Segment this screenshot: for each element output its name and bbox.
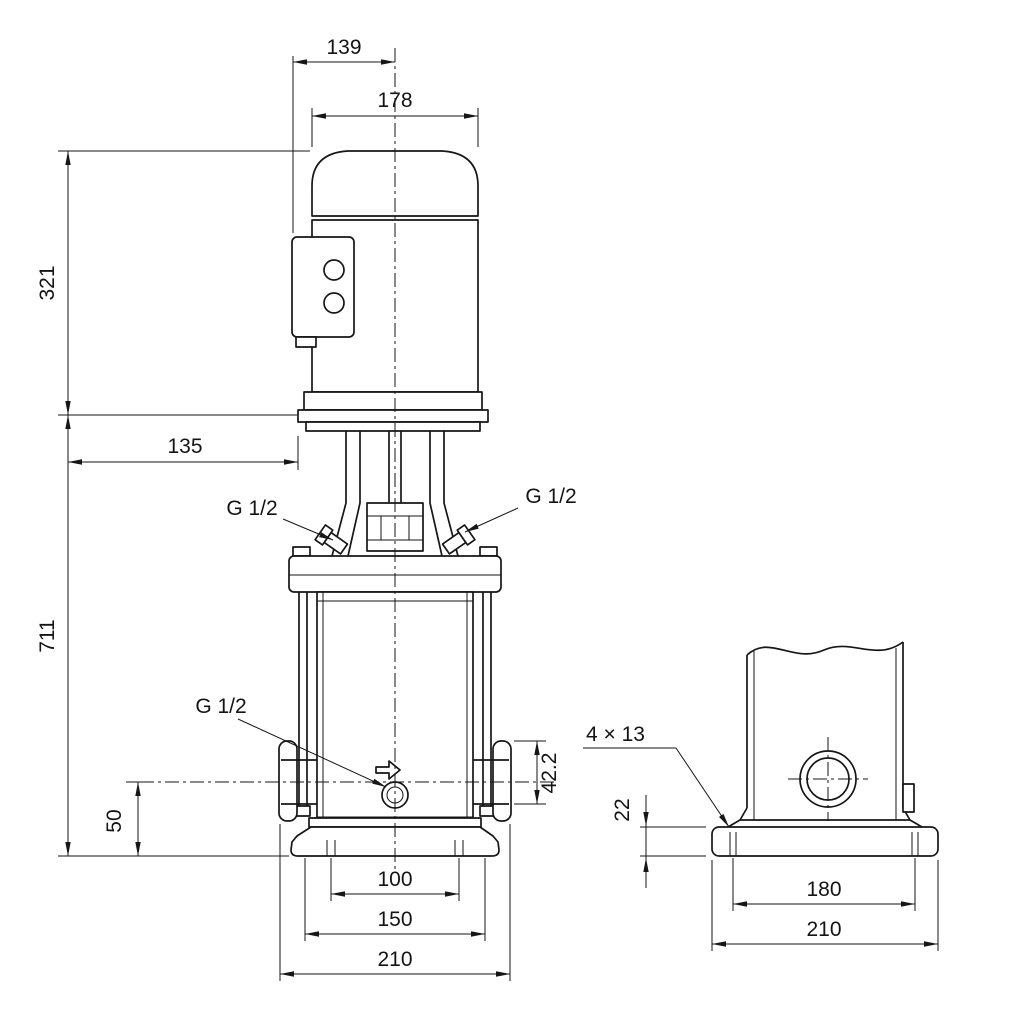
dim-label-150: 150	[377, 908, 412, 931]
priming-plug-right	[441, 524, 476, 555]
centerlines	[140, 48, 868, 870]
side-view	[711, 641, 939, 857]
label-g-half-right: G 1/2	[464, 485, 577, 533]
motor-flange-step	[305, 421, 481, 432]
label-g-half-left: G 1/2	[226, 497, 334, 541]
oval-flange-left	[278, 740, 298, 822]
dimension-178: 178	[311, 89, 479, 147]
dim-label-321: 321	[36, 265, 59, 300]
fan-cover	[311, 150, 479, 217]
dim-label-210-side: 210	[806, 918, 841, 941]
terminal-box-foot	[295, 336, 317, 348]
dimensions: 139 178 321 711 135 50	[36, 36, 939, 981]
dimension-210-side: 210	[711, 860, 939, 951]
side-plug-boss	[902, 783, 915, 813]
dim-label-210-front: 210	[377, 948, 412, 971]
discharge-port	[473, 740, 512, 822]
side-base	[711, 819, 939, 857]
dim-label-180: 180	[806, 878, 841, 901]
dimension-50: 50	[103, 781, 142, 856]
dim-label-22: 22	[611, 798, 634, 821]
staybolt-nut-top-right	[479, 546, 498, 557]
dim-label-711: 711	[36, 619, 59, 652]
label-g-half-drain: G 1/2	[195, 695, 387, 788]
dimension-139: 139	[292, 36, 395, 233]
cable-entry-top	[323, 259, 345, 281]
dim-label-178: 178	[377, 89, 412, 112]
dimension-4x13: 4 × 13	[583, 723, 730, 828]
g-half-right-label: G 1/2	[525, 485, 576, 508]
cable-entry-bottom	[323, 292, 345, 314]
break-line	[746, 641, 904, 656]
staybolt-nut-top-left	[292, 546, 311, 557]
dimension-180: 180	[732, 858, 916, 911]
dimension-321-711: 321 711	[36, 150, 310, 857]
suction-port	[278, 740, 317, 822]
motor-end-shield	[303, 391, 483, 411]
dimension-210-front: 210	[279, 824, 511, 981]
dim-label-139: 139	[326, 36, 361, 59]
dimension-100: 100	[330, 858, 460, 901]
dimension-135: 135	[68, 435, 299, 470]
motor-flange	[297, 409, 489, 423]
g-half-drain-label: G 1/2	[195, 695, 246, 718]
dim-label-135: 135	[167, 435, 202, 458]
oval-flange-right	[492, 740, 512, 822]
g-half-left-label: G 1/2	[226, 497, 277, 520]
staybolts	[292, 592, 498, 817]
base-plate	[711, 826, 939, 857]
dim-label-4x13: 4 × 13	[586, 723, 645, 746]
dim-label-100: 100	[377, 868, 412, 891]
dimension-150: 150	[304, 858, 486, 941]
dimension-22: 22	[611, 795, 706, 888]
dim-label-42-2: 42.2	[538, 753, 561, 794]
terminal-box	[291, 236, 355, 348]
dimension-42-2: 42.2	[514, 740, 561, 805]
dim-label-50: 50	[103, 809, 126, 832]
priming-plug-left	[314, 524, 349, 555]
